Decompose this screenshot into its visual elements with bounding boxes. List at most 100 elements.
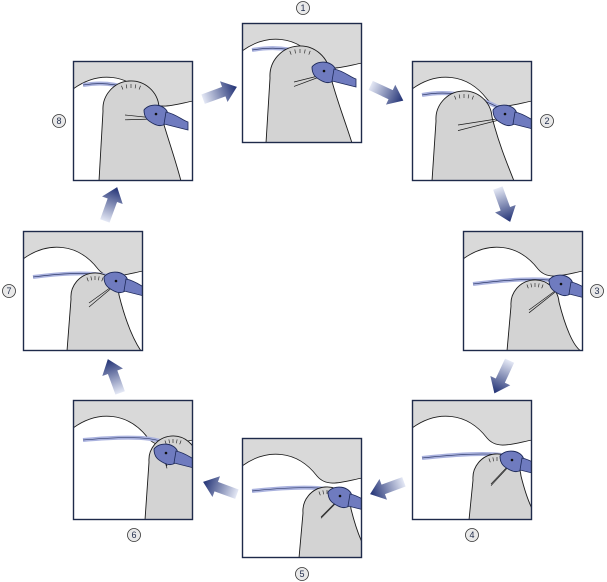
step-number-6: 6	[127, 528, 141, 542]
condyle-tick	[164, 440, 167, 445]
disc-posterior-band	[512, 111, 532, 130]
step-number-text: 5	[299, 569, 304, 579]
condyle-tick	[294, 49, 296, 54]
step-number-circle	[590, 284, 604, 298]
arrow-shape	[493, 186, 516, 222]
step-panel-1	[241, 22, 363, 144]
jaw-line-lower	[528, 288, 560, 314]
arrow-shape	[100, 187, 123, 223]
condyle-tick	[179, 440, 182, 445]
panel-border	[72, 60, 194, 182]
condyle-tick	[176, 439, 178, 444]
step-number-3: 3	[590, 284, 604, 298]
condyle-tick	[454, 95, 457, 100]
condyle-tick	[134, 84, 137, 89]
panel-border	[462, 230, 584, 352]
disc-posterior-band	[519, 457, 532, 474]
arrow-up-icon	[100, 187, 123, 223]
condyle-tick	[538, 283, 540, 288]
step-number-circle	[540, 114, 554, 128]
disc-marker-dot	[338, 494, 342, 498]
arrow-shape	[370, 477, 406, 500]
condyle-tick	[467, 94, 470, 99]
condyle-tick	[530, 283, 532, 288]
step-number-circle	[296, 1, 310, 15]
arrow-shape	[201, 81, 237, 104]
step-number-text: 1	[300, 3, 305, 13]
disc-marker-dot	[154, 112, 158, 116]
condyle-tick	[101, 277, 104, 282]
step-number-text: 6	[131, 530, 136, 540]
step-number-2: 2	[540, 114, 554, 128]
step-number-text: 3	[594, 286, 599, 296]
disc-marker-dot	[510, 458, 514, 462]
disc-marker-dot	[164, 451, 168, 455]
condyle-tick	[304, 49, 306, 54]
disc-posterior-band	[123, 278, 143, 297]
panel-border	[22, 230, 144, 352]
step-number-circle	[295, 567, 309, 581]
arrow-shape	[203, 476, 239, 499]
step-number-circle	[127, 528, 141, 542]
step-number-4: 4	[465, 528, 479, 542]
disc-posterior-band	[331, 68, 357, 88]
step-number-circle	[52, 114, 66, 128]
disc-posterior-band	[568, 281, 583, 298]
disc-marker-dot	[559, 282, 563, 286]
condyle-tick	[322, 490, 324, 495]
arrow-down-right-icon	[368, 80, 404, 105]
panel-border	[411, 60, 533, 182]
condyle	[98, 80, 182, 181]
arrow-shape	[490, 358, 515, 394]
step-number-circle	[465, 528, 479, 542]
condyle-tick	[86, 277, 89, 282]
step-number-text: 2	[544, 116, 549, 126]
jaw-line-upper	[528, 287, 560, 311]
condyle-tick	[458, 94, 461, 99]
condyle-tick	[488, 458, 491, 463]
disc-marker-dot	[503, 112, 507, 116]
condyle-tick	[492, 457, 494, 462]
disc-marker-dot	[114, 279, 118, 283]
step-number-7: 7	[2, 284, 16, 298]
condyle-tick	[121, 85, 124, 90]
step-number-8: 8	[52, 114, 66, 128]
condyle-tick	[90, 276, 92, 281]
panel-border	[241, 437, 363, 559]
panel-border	[411, 399, 533, 521]
step-number-text: 7	[6, 286, 11, 296]
step-panel-5	[241, 437, 363, 559]
arrow-shape	[102, 359, 125, 395]
step-panel-8	[72, 60, 194, 182]
step-panel-7	[22, 230, 144, 352]
step-panel-3	[462, 230, 584, 352]
disc-posterior-band	[173, 450, 193, 469]
step-number-1: 1	[296, 1, 310, 15]
condyle-tick	[471, 95, 474, 100]
jaw-line-lower	[88, 285, 115, 308]
disc-posterior-band	[163, 111, 189, 131]
step-number-text: 4	[469, 530, 474, 540]
condyle-tick	[98, 276, 100, 281]
condyle-tick	[526, 284, 529, 289]
arrow-shape	[368, 80, 404, 105]
arrow-down-icon	[493, 186, 516, 222]
disc-marker-dot	[322, 69, 326, 73]
step-number-5: 5	[295, 567, 309, 581]
step-number-text: 8	[56, 116, 61, 126]
panel-border	[72, 399, 194, 521]
arrow-down-left-icon	[490, 358, 515, 394]
condyle-tick	[125, 84, 128, 89]
arrow-left-icon	[370, 477, 406, 500]
condyle-tick	[318, 491, 321, 496]
disc-posterior-band	[347, 493, 362, 510]
arrow-up-icon	[102, 359, 125, 395]
condyle-tick	[289, 50, 292, 55]
step-panel-2	[411, 60, 533, 182]
condyle-tick	[138, 85, 141, 90]
condyle-tick	[541, 284, 544, 289]
arrow-right-icon	[201, 81, 237, 104]
condyle	[431, 90, 515, 181]
step-panel-6	[72, 399, 194, 521]
